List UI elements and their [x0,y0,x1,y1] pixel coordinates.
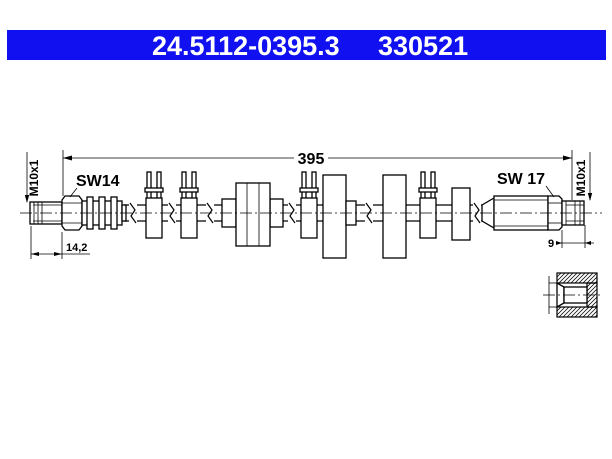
left-wrench-leader [69,187,78,198]
hatch-line [582,272,594,284]
left-thread-length-label: 14,2 [66,242,87,254]
right-thread-length-label: 9 [548,238,554,250]
hatch-line [586,282,592,288]
header-bar: 24.5112-0395.3 330521 [7,30,606,61]
hose-clip [418,171,438,239]
hatch-line [590,276,598,284]
hatch-line [566,272,578,284]
clip-prong [420,171,426,201]
hose-clip [179,171,199,239]
dimension-label-background [294,150,328,166]
clip-prong [181,171,187,201]
hatch-line [586,282,596,292]
hatch-line [586,296,598,308]
port-section-detail [543,272,601,318]
hose-holder [322,174,357,259]
section-hatching [556,272,598,318]
right-thread-arrow [587,193,593,201]
clip-prong [191,171,197,201]
hatch-line [574,272,586,284]
hatch-line [556,306,566,316]
hatch-line [586,284,598,296]
clip-body [419,197,437,239]
hatch-line [578,306,590,318]
arrow-left [63,155,72,161]
clip-prong [311,171,317,201]
hatch-line [590,300,598,308]
clip-crossbar [299,187,319,193]
hatch-line [558,306,570,318]
hatch-line [586,272,598,284]
grommet-body [235,182,271,247]
left-wrench-size-label: SW14 [76,173,120,190]
hatch-line [570,306,582,318]
header-background [7,30,606,60]
hose-clip [299,171,319,239]
hatch-line [586,292,598,304]
clip-prong [430,171,436,201]
clip-body [300,197,318,239]
grommet [221,182,284,247]
left-thread-label: M10x1 [27,159,41,196]
left-thread-arrow [24,195,30,203]
arrow-in-right [585,241,591,245]
left-wrench-callout: SW14 [69,173,120,198]
clip-crossbar [179,187,199,193]
hatch-line [578,272,590,284]
port-wall-top [556,272,598,284]
clip-body [145,197,163,239]
hatch-line [562,272,574,284]
hose-break-mark [129,202,137,224]
part-number: 24.5112-0395.3 [152,31,340,61]
hatch-line [586,306,598,318]
left-thread-length-dimension: 14,2 [30,226,90,259]
hatch-line [556,272,562,278]
hatch-line [556,306,562,312]
right-thread-label: M10x1 [574,159,588,196]
holder-block [322,174,347,259]
total-length-label: 395 [298,151,325,168]
clip-body [180,197,198,239]
port-wall-bottom [556,306,598,318]
hatch-line [574,306,586,318]
hatch-line [582,306,594,318]
hose-clip [144,171,164,239]
total-length-dimension: 395 [62,150,573,200]
clip-crossbar [144,187,164,193]
hatch-line [590,310,598,318]
arrow-right [54,252,62,256]
right-thread-designation: M10x1 [574,152,593,201]
clip-crossbar [418,187,438,193]
right-wrench-size-label: SW 17 [497,171,545,188]
hatch-line [586,288,598,300]
right-thread-length-dimension: 9 [548,225,594,250]
hose-sleeve [451,187,471,241]
right-wrench-callout: SW 17 [497,171,555,198]
clip-prong [156,171,162,201]
arrow-left [31,252,39,256]
arrow-in-left [556,241,562,245]
clip-prong [301,171,307,201]
hatch-line [558,272,570,284]
reference-number: 330521 [378,31,468,61]
left-thread-designation: M10x1 [24,152,41,203]
arrow-right [563,155,572,161]
sleeve-block [451,187,471,241]
hatch-line [570,272,582,284]
holder-block [382,174,407,259]
hatch-line [562,306,574,318]
clip-prong [146,171,152,201]
hatch-line [566,306,578,318]
right-wrench-leader [545,185,555,198]
hose-holder [382,174,407,259]
hatch-line [556,272,566,282]
